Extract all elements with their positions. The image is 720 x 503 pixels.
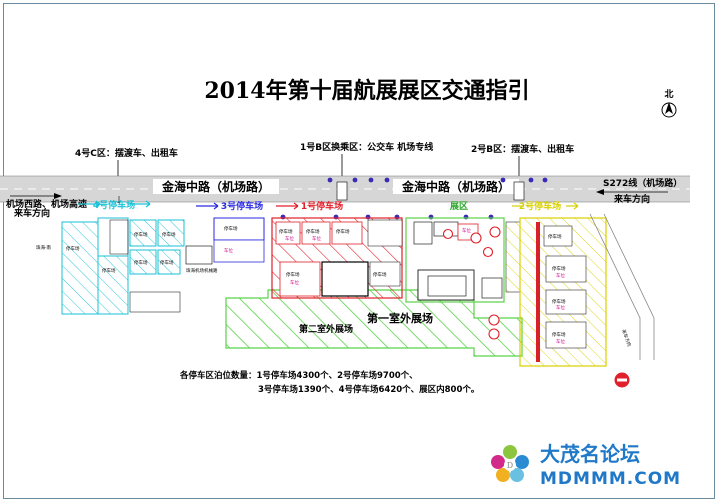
svg-text:停车场: 停车场: [134, 231, 148, 238]
svg-text:停车场: 停车场: [552, 298, 566, 305]
road-label-left: 金海中路（机场路）: [161, 179, 270, 194]
road-s272: S272线（机场路）: [603, 177, 682, 189]
svg-text:停车场: 停车场: [279, 228, 293, 235]
outdoor-exhibition-area: [225, 289, 523, 357]
svg-text:停车场: 停车场: [162, 231, 176, 238]
west-direction-2: 来车方向: [13, 207, 50, 219]
lot-2-area: [519, 217, 607, 367]
svg-text:D: D: [507, 461, 513, 470]
lot-label-2: 2号停车场: [519, 200, 561, 212]
stats-line-1: 各停车区泊位数量：1号停车场4300个、2号停车场9700个、: [179, 370, 418, 381]
callout-zone-2b: 2号B区：摆渡车、出租车: [471, 143, 574, 155]
forum-logo-icon: D: [491, 445, 529, 482]
svg-text:车位: 车位: [556, 338, 565, 345]
svg-text:停车场: 停车场: [373, 271, 387, 278]
lot-label-exhibition: 展区: [450, 201, 468, 212]
road-arrows: [78, 200, 151, 208]
svg-text:停车场: 停车场: [160, 259, 174, 266]
logo-text-en: MDMMM.COM: [540, 469, 681, 489]
svg-text:停车场: 停车场: [286, 271, 300, 278]
south-direction-label: 珠海·南: [36, 244, 51, 251]
gate-markers: [442, 226, 501, 340]
west-direction-1: 机场西路、机场高速: [6, 198, 87, 210]
callout-zone-1b: 1号B区换乘区：公交车 机场专线: [300, 141, 433, 153]
svg-text:停车场: 停车场: [66, 245, 80, 252]
lot-1-area: [271, 217, 403, 299]
lot-label-1: 1号停车场: [301, 200, 343, 212]
svg-text:停车场: 停车场: [224, 225, 238, 232]
side-road: [589, 213, 655, 360]
svg-text:车位: 车位: [290, 279, 299, 286]
no-entry-icon: [614, 372, 630, 388]
callout-zone-4c: 4号C区：摆渡车、出租车: [75, 147, 178, 159]
svg-text:来车方向: 来车方向: [620, 328, 633, 348]
svg-text:车位: 车位: [285, 235, 294, 242]
north-arrow-icon: [661, 102, 677, 118]
svg-text:车位: 车位: [556, 272, 565, 279]
svg-text:停车场: 停车场: [306, 228, 320, 235]
lot-3-area: [185, 217, 265, 265]
venue-road-label: 珠海机场机械路: [186, 267, 218, 274]
road-label-right: 金海中路（机场路）: [401, 179, 510, 194]
svg-text:停车场: 停车场: [552, 331, 566, 338]
svg-text:车位: 车位: [556, 304, 565, 311]
svg-text:停车场: 停车场: [102, 267, 116, 274]
map-title: 2014年第十届航展展区交通指引: [204, 78, 529, 104]
svg-text:停车场: 停车场: [336, 228, 350, 235]
stats-line-2: 3号停车场1390个、4号停车场6420个、展区内800个。: [258, 384, 479, 395]
svg-text:停车场: 停车场: [548, 233, 562, 240]
second-outdoor-label: 第二室外展场: [299, 323, 353, 335]
svg-text:停车场: 停车场: [134, 259, 148, 266]
logo-text-cn: 大茂名论坛: [540, 442, 640, 466]
lot-4-area: [61, 217, 185, 315]
svg-text:车位: 车位: [312, 235, 321, 242]
svg-text:停车场: 停车场: [552, 265, 566, 272]
north-label: 北: [664, 88, 673, 100]
lot-label-4: 4号停车场: [93, 199, 135, 211]
svg-text:车位: 车位: [462, 227, 471, 234]
road-s272-direction: 来车方向: [613, 193, 650, 205]
first-outdoor-label: 第一室外展场: [367, 311, 433, 325]
svg-text:车位: 车位: [224, 247, 233, 254]
lot-label-3: 3号停车场: [221, 200, 263, 212]
